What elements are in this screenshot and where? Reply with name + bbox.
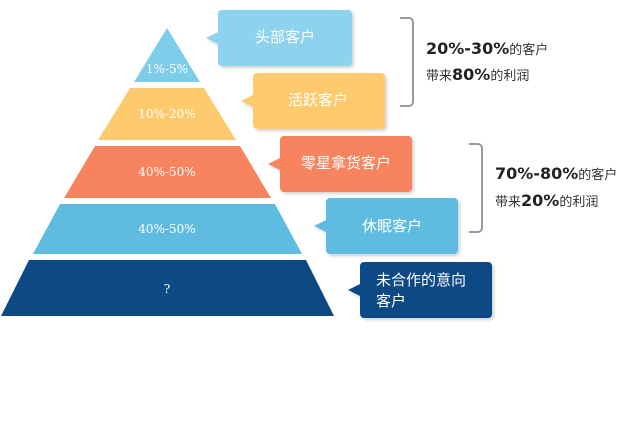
callout-label-dormant-customers: 休眠客户 [362,217,422,235]
tier-label-occasional: 40%-50% [138,165,195,179]
pyramid: 1%-5% 10%-20% 40%-50% 40%-50% ? [1,28,334,316]
svg-text:20%-30%的客户: 20%-30%的客户 [426,39,548,58]
svg-text:带来80%的利润: 带来80%的利润 [426,65,529,84]
tier-label-prospect: ? [164,282,170,296]
callouts: 头部客户 活跃客户 零星拿货客户 休眠客户 未合作的意向 客户 [206,10,492,318]
callout-prospect-customers [348,262,492,318]
brackets [400,17,483,233]
bracket-bottom [469,143,483,233]
callout-label-active-customers: 活跃客户 [288,91,348,109]
note-top-profit-rest: 的利润 [490,68,529,84]
callout-label-prospect-line2: 客户 [376,292,406,310]
pyramid-tier-active [98,88,236,140]
note-bottom-profit: 20% [521,191,559,210]
pyramid-tier-occasional [64,146,271,198]
svg-text:70%-80%的客户: 70%-80%的客户 [495,164,617,183]
tier-label-top: 1%-5% [146,62,188,76]
callout-top-customers [206,10,352,66]
note-bottom-profit-rest: 的利润 [559,194,598,210]
note-bottom-prefix: 带来 [495,195,521,210]
callout-active-customers [241,73,385,129]
callout-label-prospect-line1: 未合作的意向 [376,271,466,289]
note-top-prefix: 带来 [426,69,452,84]
bracket-note-bottom: 70%-80%的客户 带来20%的利润 [495,164,617,210]
callout-dormant-customers [314,198,458,254]
note-bottom-rest: 的客户 [578,167,617,183]
pyramid-tier-prospect [1,260,334,316]
pyramid-tier-top [134,28,200,82]
note-top-profit: 80% [452,65,490,84]
note-top-rest: 的客户 [509,42,548,58]
bracket-note-top: 20%-30%的客户 带来80%的利润 [426,39,548,84]
note-bottom-percent: 70%-80% [495,164,578,183]
callout-label-occasional-customers: 零星拿货客户 [301,154,391,172]
bracket-top [400,17,414,107]
tier-label-active: 10%-20% [138,107,195,121]
callout-occasional-customers [268,136,412,192]
svg-text:带来20%的利润: 带来20%的利润 [495,191,598,210]
callout-label-top-customers: 头部客户 [255,28,315,46]
tier-label-dormant: 40%-50% [138,222,195,236]
pyramid-tier-dormant [33,204,302,254]
note-top-percent: 20%-30% [426,39,509,58]
